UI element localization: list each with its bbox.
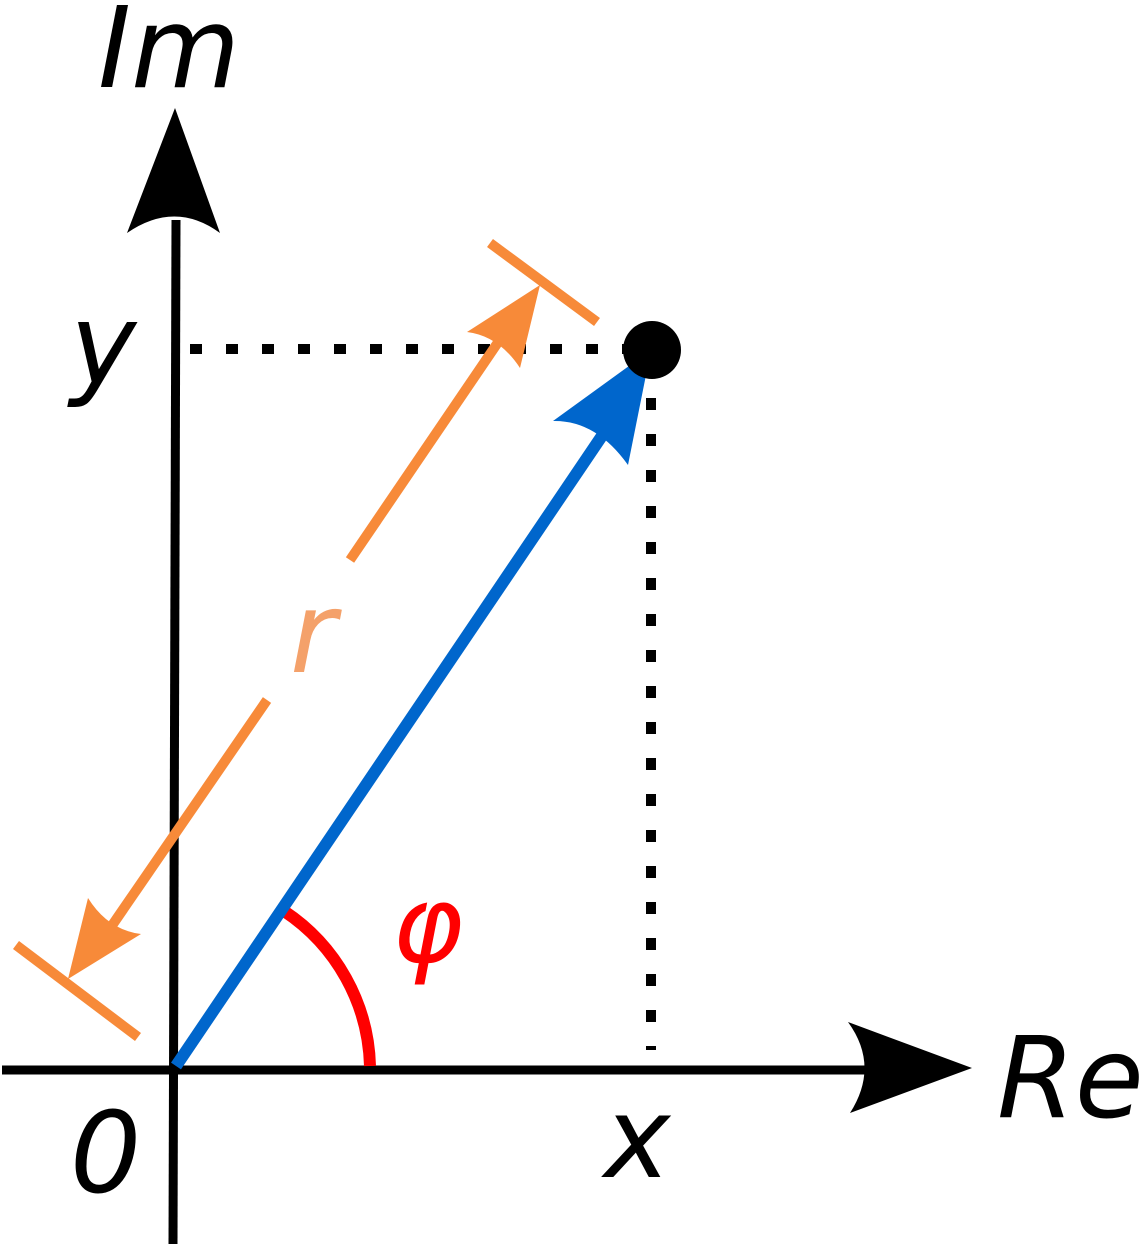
x-label: x [601,1074,672,1204]
complex-vector-arrowhead [553,350,651,465]
imaginary-axis-arrowhead [127,108,220,233]
real-axis-arrowhead [848,1022,972,1113]
magnitude-line-upper [345,329,510,563]
y-label: y [67,281,138,411]
complex-point [623,321,681,379]
magnitude-label: r [290,569,342,699]
angle-arc [280,905,376,1067]
real-axis-label: Re [997,1014,1144,1144]
magnitude-arrowhead-bottom [68,898,141,979]
origin-label: 0 [70,1089,141,1219]
magnitude-end-tick-top [487,238,600,327]
angle-label: φ [392,863,463,988]
complex-vector-line [171,417,617,1070]
magnitude-arrowhead-top [467,285,540,368]
magnitude-line-lower [95,697,272,946]
imaginary-axis-label: Im [98,0,240,114]
magnitude-end-tick-bottom [12,941,142,1041]
imaginary-axis-line [168,219,181,1245]
